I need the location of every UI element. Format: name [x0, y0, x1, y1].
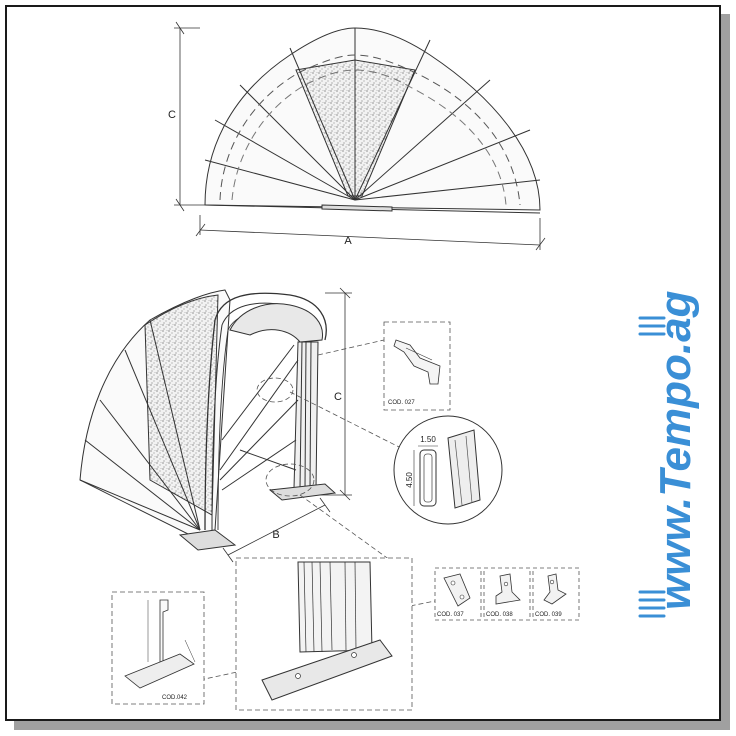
shell-textured-panel [144, 294, 219, 516]
dimension-b-label: B [272, 529, 279, 541]
dimension-c-side [320, 287, 352, 501]
cod042-label: COD.042 [162, 695, 188, 701]
profile-detail-circle [393, 415, 503, 525]
detail-box-cod039 [532, 567, 580, 621]
dimension-a-label: A [344, 235, 352, 247]
detail-box-cod027 [383, 321, 451, 411]
watermark-logo: www.Tempo.ag [638, 290, 700, 618]
cod027-label: COD. 027 [388, 400, 415, 406]
cod038-label: COD. 038 [486, 612, 513, 618]
profile-width-value: 1.50 [420, 435, 436, 444]
dimension-c-top [174, 21, 205, 212]
bracket-027 [393, 339, 441, 385]
dimension-b [222, 497, 331, 563]
detail-box-cod037 [434, 567, 482, 621]
perspective-view [79, 289, 337, 551]
detail-box-base [235, 557, 413, 711]
folded-fabric [229, 303, 324, 343]
cod039-label: COD. 039 [535, 612, 562, 618]
cod037-label: COD. 037 [437, 612, 464, 618]
dimension-c-top-label: C [168, 109, 176, 121]
arch-base-plate [321, 204, 393, 212]
dimension-a [195, 215, 546, 251]
base-plate-detail [261, 639, 393, 701]
dimension-c-side-label: C [334, 391, 342, 403]
base-plate-left [178, 529, 237, 551]
detail-box-cod038 [483, 567, 531, 621]
detail-box-cod042 [111, 591, 205, 705]
profile-height-value: 4.50 [405, 472, 414, 488]
front-elevation-view [204, 27, 541, 214]
base-post-bundle [297, 561, 373, 653]
watermark-text: www.Tempo.ag [651, 290, 700, 610]
